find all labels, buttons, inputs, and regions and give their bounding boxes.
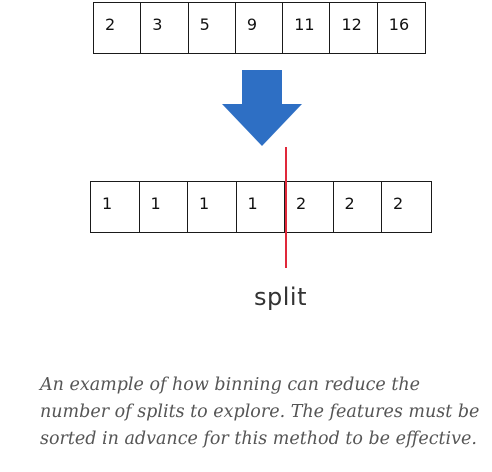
value-cell: 12 xyxy=(330,3,378,53)
bin-cell: 2 xyxy=(285,182,334,232)
bin-cell: 1 xyxy=(140,182,188,232)
value-cell: 2 xyxy=(94,3,142,53)
caption-line: An example of how binning can reduce the xyxy=(40,375,420,395)
figure-caption: An example of how binning can reduce the… xyxy=(40,372,485,453)
value-cell: 11 xyxy=(283,3,331,53)
value-cell: 3 xyxy=(141,3,189,53)
down-arrow-icon xyxy=(222,70,302,146)
split-line xyxy=(285,147,287,268)
value-cell: 16 xyxy=(388,15,410,34)
bin-cell: 2 xyxy=(334,182,382,232)
bin-cell: 1 xyxy=(237,182,285,232)
bin-cell: 1 xyxy=(188,182,237,232)
caption-line: number of splits to explore. The feature… xyxy=(40,402,480,422)
value-cell: 5 xyxy=(189,3,236,53)
split-label: split xyxy=(254,283,307,311)
caption-line: sorted in advance for this method to be … xyxy=(40,429,477,449)
bin-cell: 2 xyxy=(393,194,404,213)
original-values-row: 2 3 5 9 11 12 16 xyxy=(93,2,427,54)
binned-values-row: 1 1 1 1 2 2 2 xyxy=(90,181,432,233)
bin-cell: 1 xyxy=(91,182,140,232)
value-cell: 9 xyxy=(236,3,284,53)
down-arrow-shape xyxy=(222,70,302,146)
